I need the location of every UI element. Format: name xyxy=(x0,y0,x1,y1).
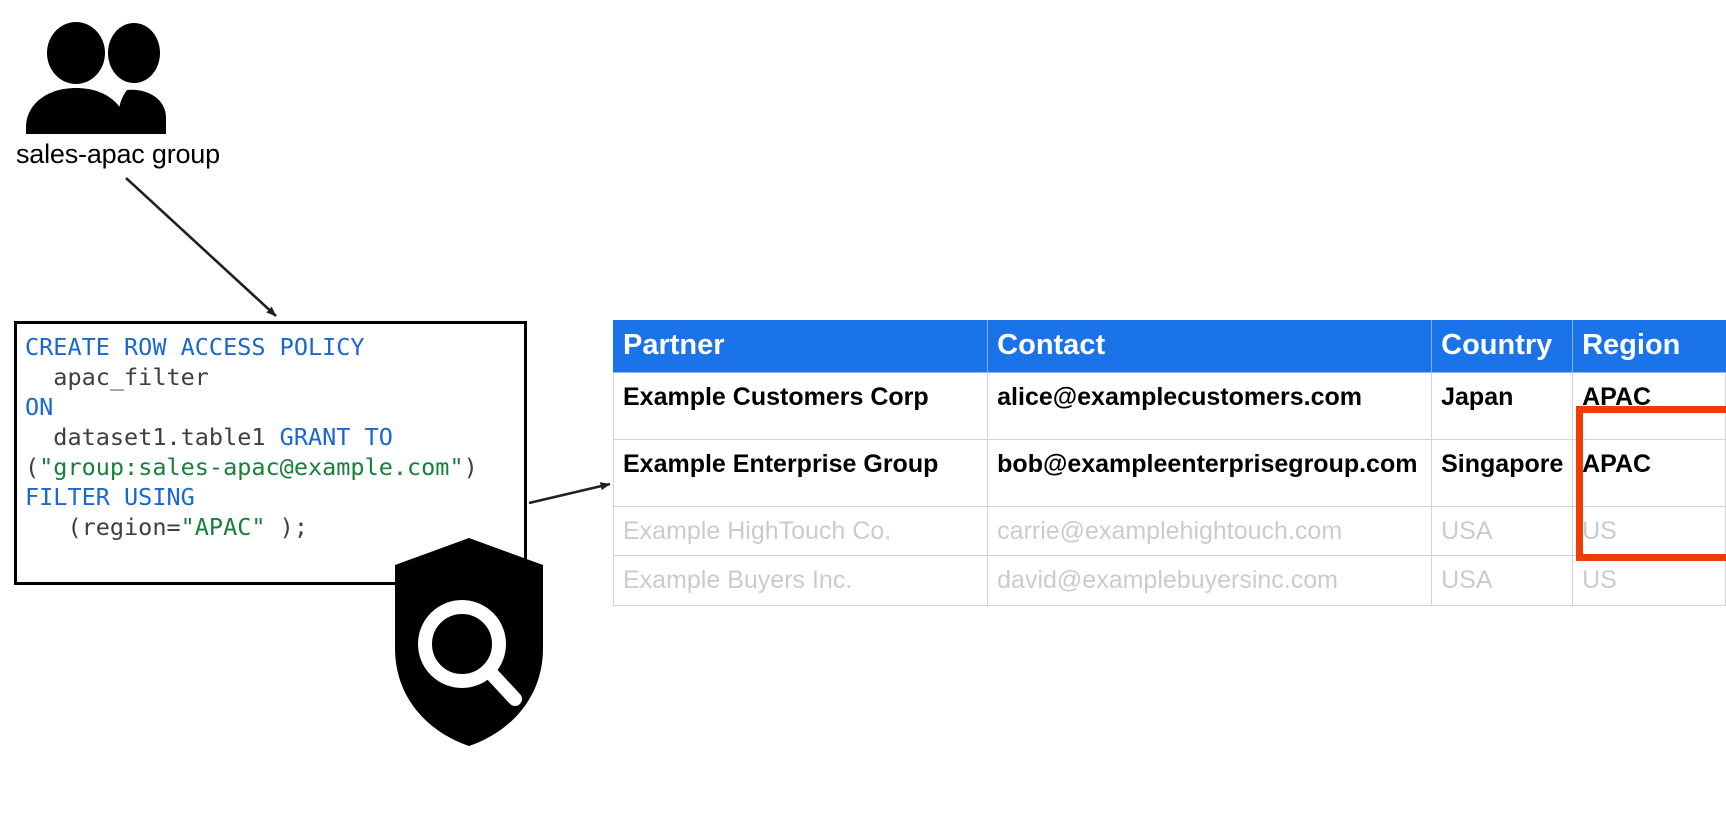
cell-region: US xyxy=(1572,555,1726,606)
code-string: "group:sales-apac@example.com" xyxy=(39,453,464,481)
table-row[interactable]: Example Buyers Inc. david@examplebuyersi… xyxy=(612,555,1726,606)
cell-contact: david@examplebuyersinc.com xyxy=(987,555,1433,606)
cell-contact: carrie@examplehightouch.com xyxy=(987,505,1433,557)
cell-partner: Example Customers Corp xyxy=(612,372,989,440)
code-punctuation: ); xyxy=(265,513,308,541)
cell-partner: Example Enterprise Group xyxy=(612,439,989,507)
code-keyword: CREATE ROW ACCESS POLICY xyxy=(25,333,365,361)
code-punctuation: ) xyxy=(463,453,478,481)
group-label: sales-apac group xyxy=(16,139,220,169)
cell-partner: Example Buyers Inc. xyxy=(612,555,989,606)
code-identifier: apac_filter xyxy=(25,363,209,391)
partner-results-table: Partner Contact Country Region Example C… xyxy=(612,320,1726,606)
table-row[interactable]: Example Enterprise Group bob@exampleente… xyxy=(612,439,1726,507)
code-identifier: dataset1.table1 xyxy=(25,423,280,451)
column-header-contact[interactable]: Contact xyxy=(987,320,1433,373)
cell-region: APAC xyxy=(1572,439,1726,507)
column-header-region[interactable]: Region xyxy=(1572,320,1726,373)
cell-partner: Example HighTouch Co. xyxy=(612,505,989,557)
cell-contact: alice@examplecustomers.com xyxy=(987,372,1433,440)
shield-search-icon xyxy=(393,536,545,748)
cell-country: Japan xyxy=(1431,372,1574,440)
cell-country: USA xyxy=(1431,555,1574,606)
code-punctuation: ( xyxy=(25,453,40,481)
sql-code-block: CREATE ROW ACCESS POLICY apac_filter ON … xyxy=(14,321,527,585)
code-keyword: FILTER USING xyxy=(25,483,195,511)
code-keyword: ON xyxy=(25,393,54,421)
cell-contact: bob@exampleenterprisegroup.com xyxy=(987,439,1433,507)
code-punctuation: (region= xyxy=(25,513,181,541)
table-row[interactable]: Example Customers Corp alice@examplecust… xyxy=(612,372,1726,440)
table-row[interactable]: Example HighTouch Co. carrie@examplehigh… xyxy=(612,505,1726,557)
table-header-row: Partner Contact Country Region xyxy=(612,320,1726,373)
cell-country: USA xyxy=(1431,505,1574,557)
column-header-partner[interactable]: Partner xyxy=(612,320,989,373)
people-group-icon xyxy=(14,22,194,134)
cell-region: US xyxy=(1572,505,1726,557)
code-keyword: GRANT TO xyxy=(279,423,393,451)
cell-region: APAC xyxy=(1572,372,1726,440)
cell-country: Singapore xyxy=(1431,439,1574,507)
column-header-country[interactable]: Country xyxy=(1431,320,1574,373)
code-string: "APAC" xyxy=(180,513,266,541)
sql-code-text: CREATE ROW ACCESS POLICY apac_filter ON … xyxy=(25,332,478,542)
